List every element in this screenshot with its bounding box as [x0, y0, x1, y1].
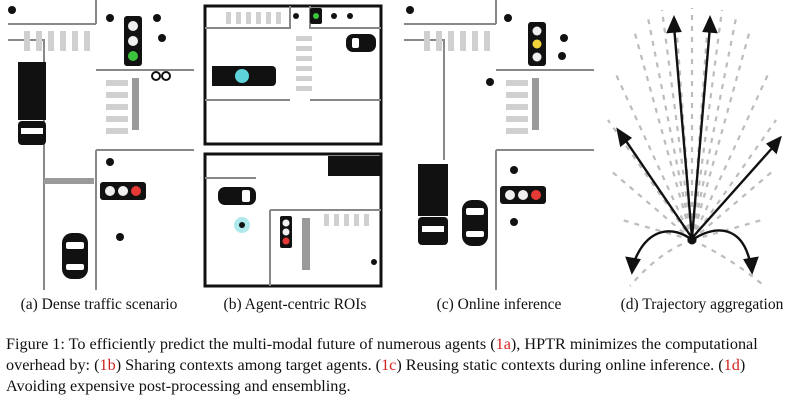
caption-prefix: Figure 1: To efficiently predict the mul… — [6, 335, 496, 353]
traffic-light-icon — [310, 8, 322, 24]
traffic-light-icon — [500, 186, 546, 204]
caption-ref-1a[interactable]: 1a — [495, 335, 511, 353]
caption-mid3: ) Reusing static contexts during online … — [396, 356, 724, 374]
truck-icon — [418, 164, 448, 245]
truck-icon — [18, 62, 46, 145]
panel-d-trajectory-aggregation — [604, 0, 800, 290]
traffic-light-icon — [124, 16, 142, 66]
pedestrian-icon — [8, 6, 166, 241]
caption-ref-1b[interactable]: 1b — [99, 356, 116, 374]
subfigure-label-b: (b) Agent-centric ROIs — [223, 296, 367, 313]
cyclist-icon — [151, 71, 171, 81]
subfigure-label-a: (a) Dense traffic scenario — [20, 296, 178, 313]
truck-icon — [212, 66, 276, 86]
caption-mid1: ), HPTR minimizes the computational over… — [6, 335, 758, 374]
caption-suffix: ) Avoiding expensive post-processing and… — [6, 356, 746, 395]
caption-mid2: ) Sharing contexts among target agents. … — [115, 356, 382, 374]
pedestrian-icon — [293, 13, 353, 19]
traffic-light-icon — [100, 182, 146, 200]
figure-caption: Figure 1: To efficiently predict the mul… — [6, 334, 798, 397]
car-icon — [462, 200, 488, 246]
panel-a-dense-traffic — [4, 0, 194, 290]
panel-c-online-inference — [404, 0, 594, 290]
trajectory-arrows — [616, 15, 782, 275]
panel-b-agent-rois — [200, 0, 390, 290]
caption-ref-1c[interactable]: 1c — [381, 356, 397, 374]
traffic-light-icon — [280, 216, 292, 248]
truck-icon — [328, 156, 380, 176]
traffic-light-icon — [528, 22, 546, 66]
car-icon — [218, 187, 256, 205]
crosswalk-icon — [24, 31, 128, 134]
subfigure-label-c: (c) Online inference — [436, 296, 562, 313]
pedestrian-icon — [687, 235, 697, 245]
subfigure-label-d: (d) Trajectory aggregation — [620, 296, 784, 313]
car-icon — [62, 233, 88, 279]
caption-ref-1d[interactable]: 1d — [723, 356, 740, 374]
car-icon — [346, 34, 376, 52]
pedestrian-icon — [234, 217, 377, 265]
pedestrian-icon — [406, 6, 568, 226]
